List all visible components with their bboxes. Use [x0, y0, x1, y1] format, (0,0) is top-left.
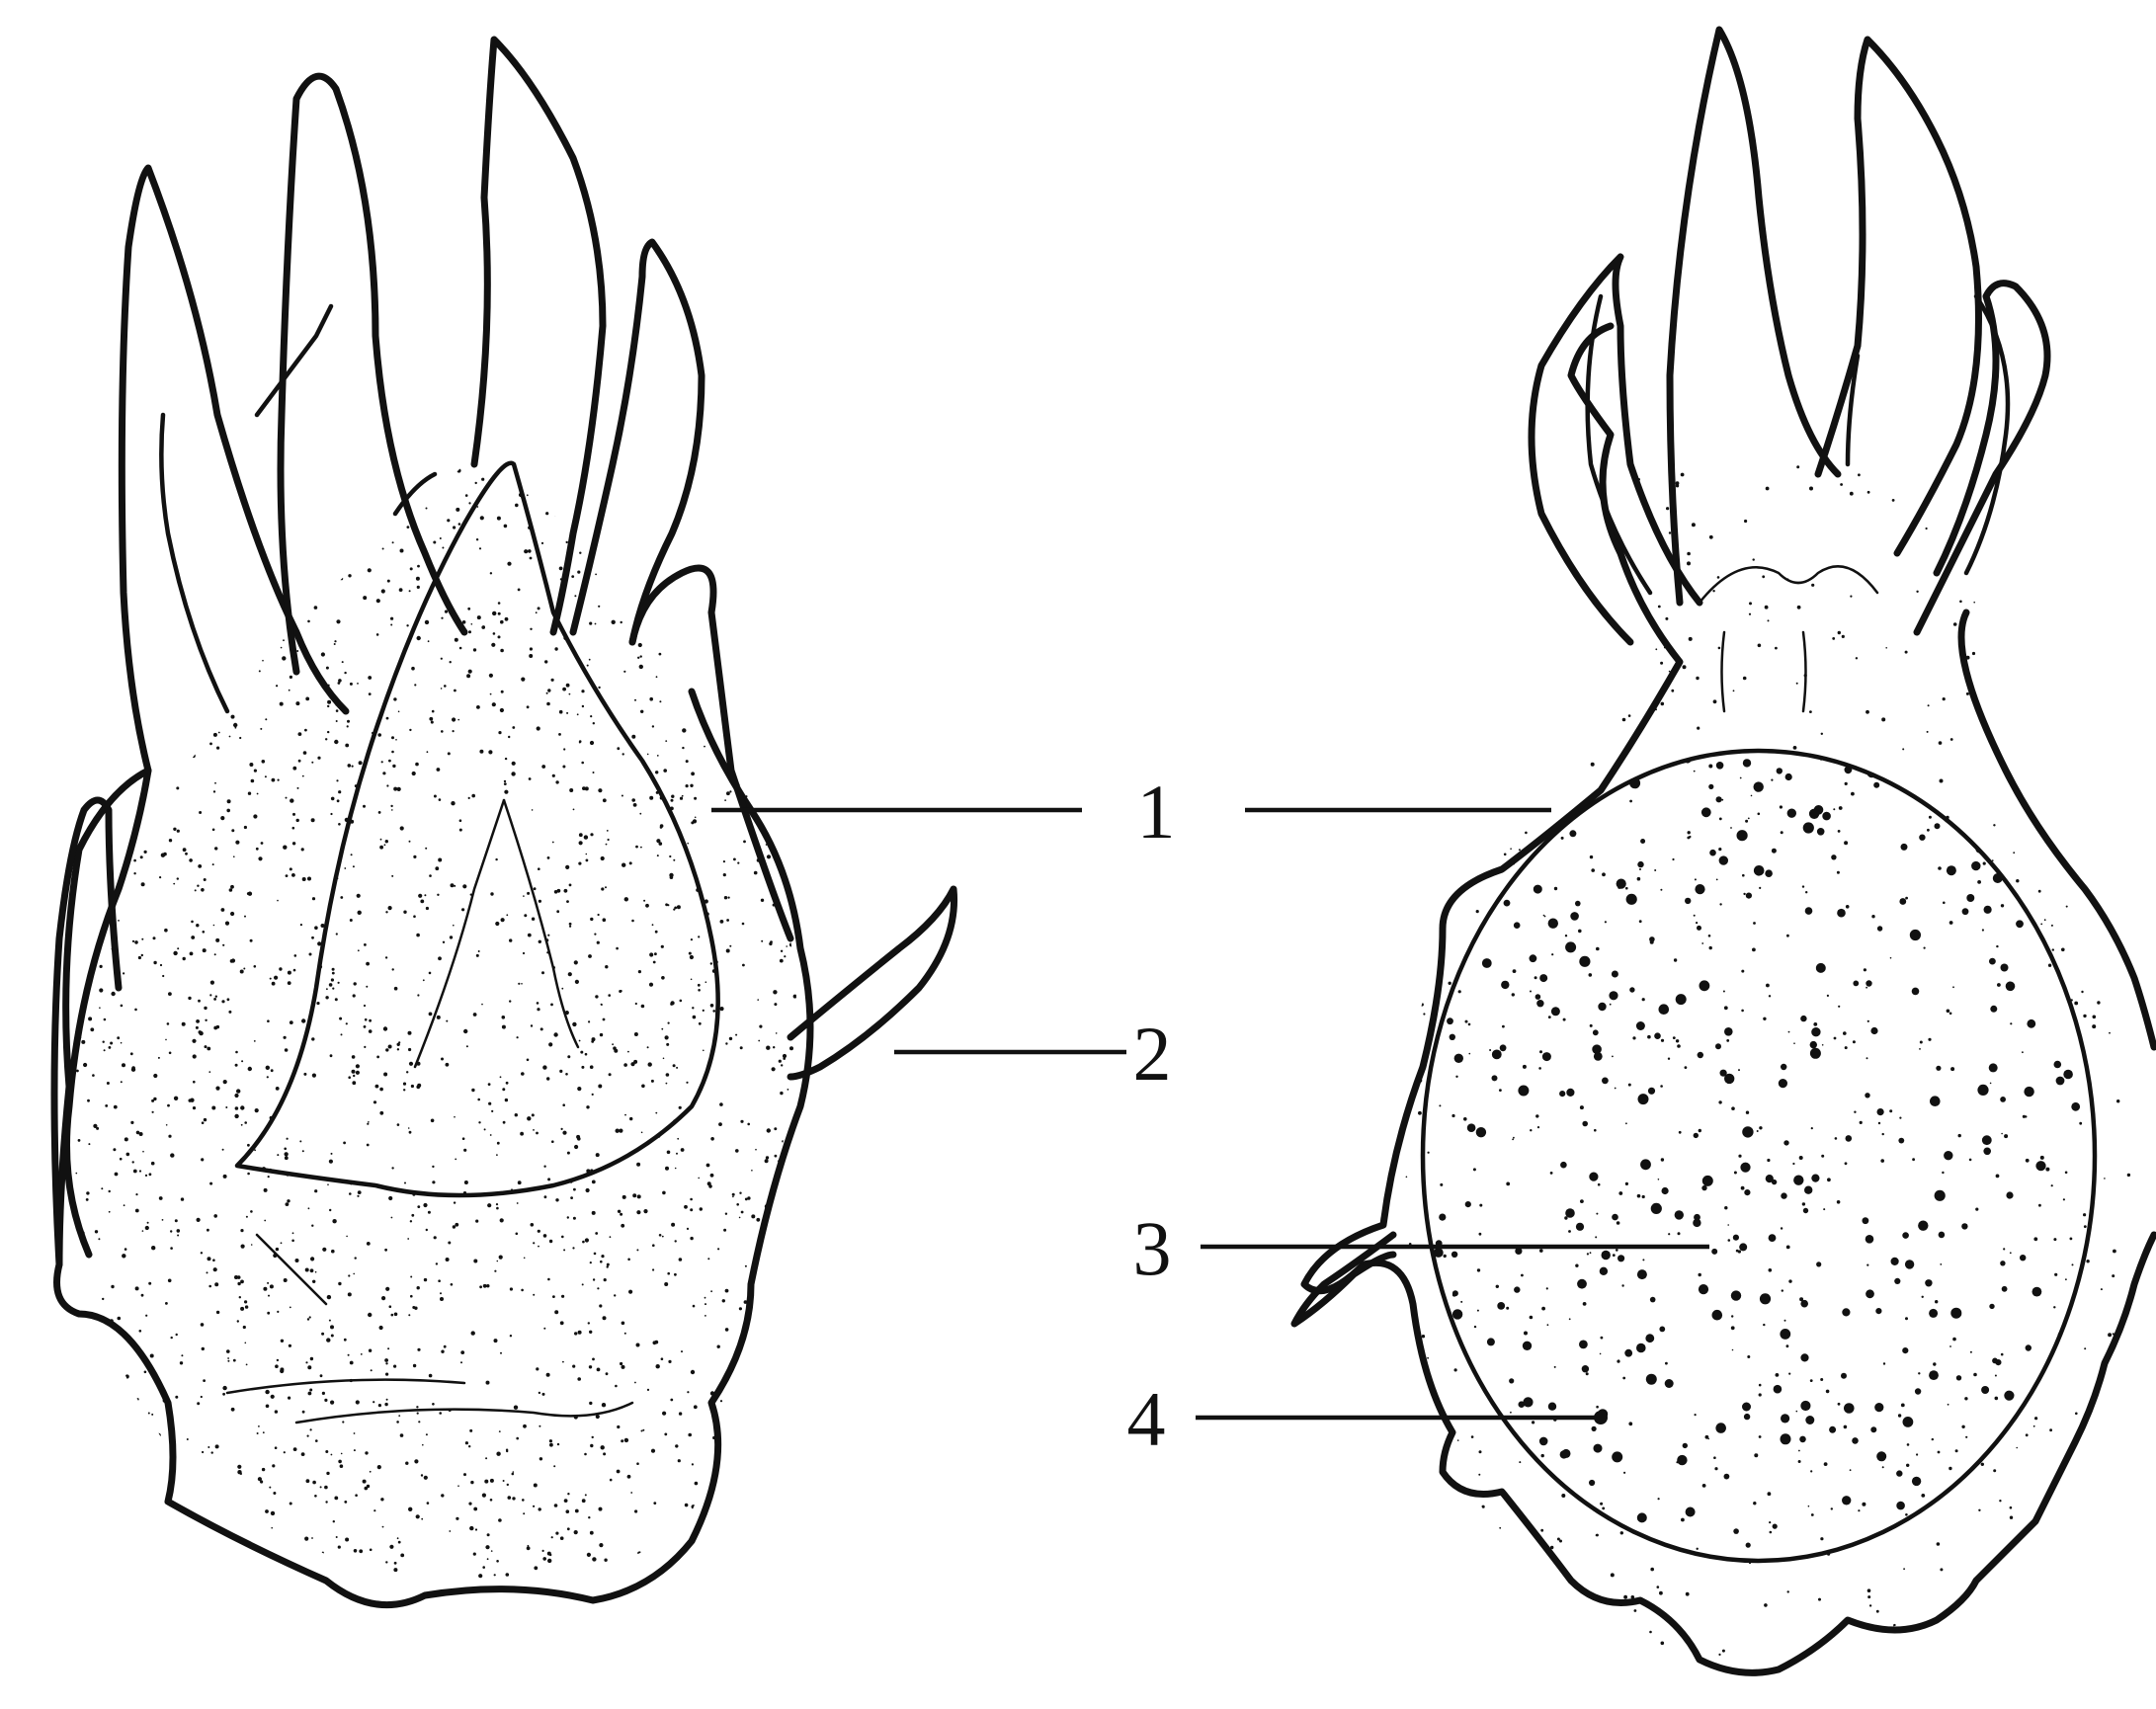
bract-3: [474, 40, 603, 632]
section-bract-4: [1917, 284, 2047, 632]
whole-fruit: [39, 40, 954, 1619]
label-1: 1: [1137, 769, 1176, 854]
fruit-body-outline: [57, 692, 811, 1605]
section-bract-3: [1818, 40, 1979, 553]
peel-stipple: [1362, 414, 2155, 1677]
spine: [790, 889, 954, 1077]
label-4: 4: [1127, 1376, 1166, 1462]
central-bract: [237, 463, 718, 1195]
leader-4-dot: [1594, 1411, 1608, 1424]
bract-1: [122, 168, 346, 771]
bract-5: [632, 568, 790, 938]
label-3: 3: [1133, 1205, 1172, 1291]
bract-2: [281, 76, 464, 672]
cross-section: [1294, 30, 2156, 1677]
peel-outline: [1304, 326, 2154, 1672]
label-2: 2: [1133, 1011, 1172, 1097]
section-bract-2: [1670, 30, 1838, 603]
callouts: 1 2 3 4: [711, 769, 1709, 1462]
